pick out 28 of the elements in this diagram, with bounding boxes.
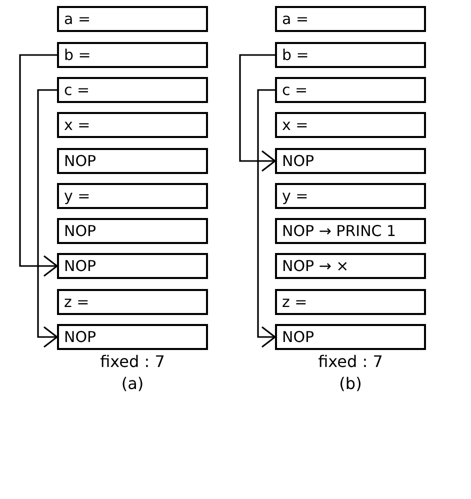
statement-box: c = bbox=[275, 77, 426, 103]
statement-box: NOP → PRINC 1 bbox=[275, 218, 426, 244]
statement-box: NOP bbox=[57, 324, 208, 350]
panel-caption: (a) bbox=[120, 374, 145, 393]
statement-box: b = bbox=[57, 42, 208, 68]
statement-box: NOP bbox=[57, 148, 208, 174]
arrow bbox=[19, 54, 58, 277]
statement-box: c = bbox=[57, 77, 208, 103]
arrow bbox=[239, 54, 276, 172]
statement-box: b = bbox=[275, 42, 426, 68]
statement-box: x = bbox=[57, 112, 208, 138]
fixed-count-label: fixed : 7 bbox=[99, 352, 166, 371]
statement-box: NOP → × bbox=[275, 253, 426, 279]
fixed-count-label: fixed : 7 bbox=[317, 352, 384, 371]
statement-box: a = bbox=[57, 6, 208, 32]
statement-box: NOP bbox=[57, 253, 208, 279]
statement-box: x = bbox=[275, 112, 426, 138]
statement-box: NOP bbox=[275, 148, 426, 174]
statement-box: y = bbox=[275, 183, 426, 209]
statement-box: NOP bbox=[57, 218, 208, 244]
statement-box: a = bbox=[275, 6, 426, 32]
statement-box: z = bbox=[275, 289, 426, 315]
statement-box: NOP bbox=[275, 324, 426, 350]
panel-caption: (b) bbox=[338, 374, 363, 393]
statement-box: y = bbox=[57, 183, 208, 209]
arrow bbox=[37, 89, 58, 348]
arrow bbox=[257, 89, 276, 348]
statement-box: z = bbox=[57, 289, 208, 315]
